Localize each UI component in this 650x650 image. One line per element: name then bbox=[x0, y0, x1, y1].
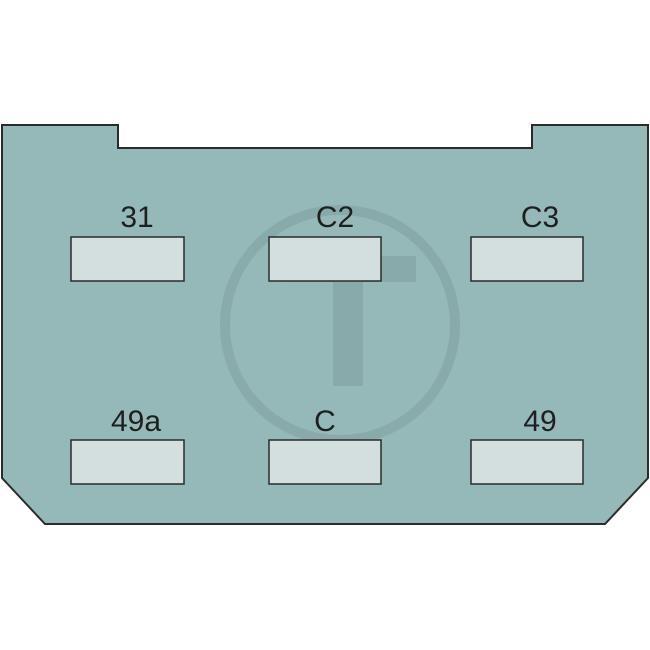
terminal-31: 31 bbox=[70, 201, 185, 282]
terminal-label: 49 bbox=[523, 405, 556, 438]
terminal-label: C2 bbox=[316, 201, 354, 234]
terminal-c3: C3 bbox=[470, 201, 584, 282]
terminal-slot bbox=[268, 439, 382, 485]
connector-housing bbox=[1, 124, 649, 525]
terminal-label: C3 bbox=[521, 201, 559, 234]
terminal-slot bbox=[70, 236, 185, 282]
terminal-slot bbox=[470, 236, 584, 282]
terminal-label: C bbox=[314, 405, 336, 438]
terminal-label: 31 bbox=[120, 201, 153, 234]
terminal-c2: C2 bbox=[268, 201, 382, 282]
terminal-label: 49a bbox=[111, 405, 161, 438]
terminal-49: 49 bbox=[470, 405, 584, 485]
terminal-c: C bbox=[268, 405, 382, 485]
terminal-slot bbox=[70, 439, 185, 485]
terminal-49a: 49a bbox=[70, 405, 185, 485]
terminal-slot bbox=[470, 439, 584, 485]
terminal-slot bbox=[268, 236, 382, 282]
